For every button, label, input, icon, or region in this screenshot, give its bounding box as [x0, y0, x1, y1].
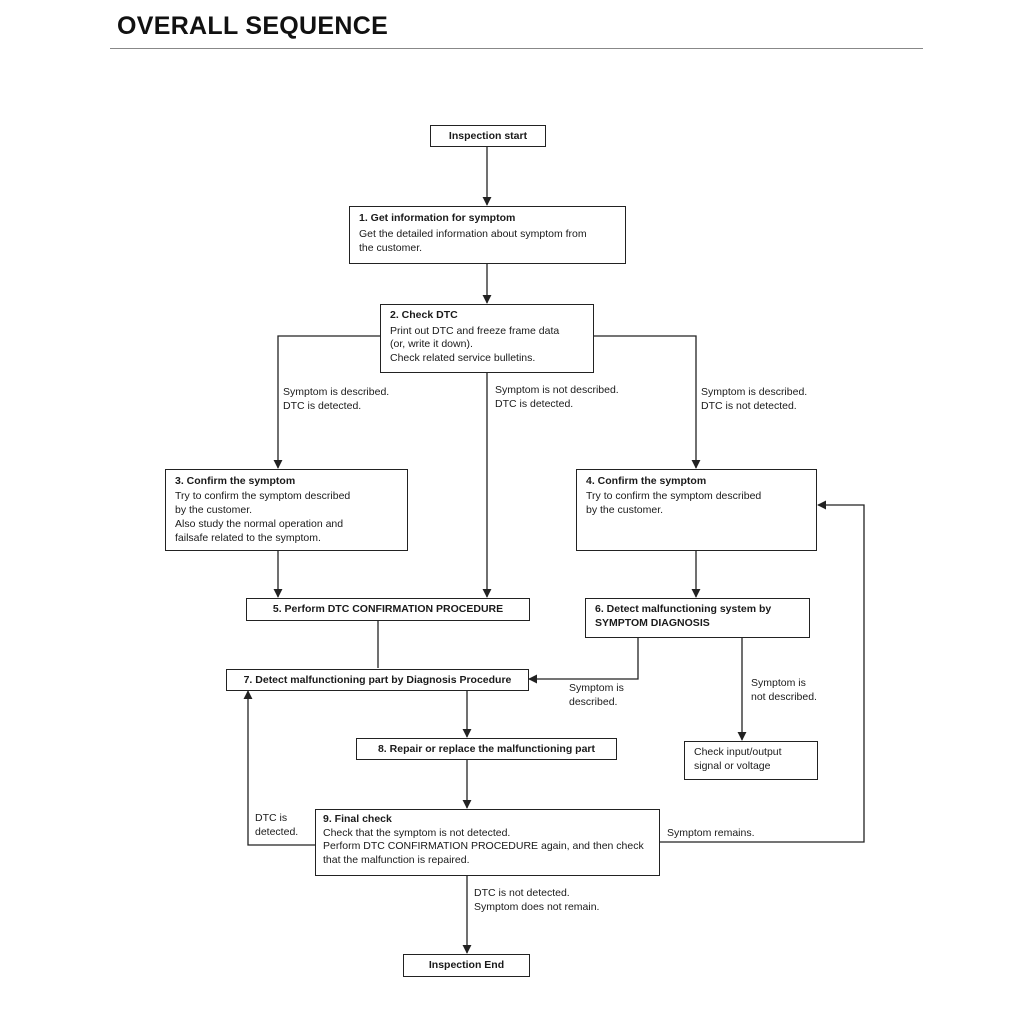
step9-text: Check that the symptom is not detected.: [323, 826, 511, 839]
edge-label-final-ok: DTC is not detected. Symptom does not re…: [474, 886, 599, 914]
edge-label-line: DTC is detected.: [283, 400, 362, 412]
inspection-start-label: Inspection start: [448, 130, 528, 142]
edge-label-line: Symptom is: [569, 682, 624, 694]
edge-label-right-branch: Symptom is described. DTC is not detecte…: [701, 385, 807, 413]
step6-box: 6. Detect malfunctioning system by SYMPT…: [585, 598, 810, 638]
edge-label-line: Symptom is described.: [283, 386, 390, 398]
edge-label-line: DTC is not detected.: [701, 400, 797, 412]
edge-label-line: detected.: [255, 826, 299, 838]
step1-text: Get the detailed information about sympt…: [359, 228, 587, 240]
arrow-step9-to-step4: [659, 500, 865, 843]
step9-text: Perform DTC CONFIRMATION PROCEDURE again…: [323, 840, 644, 852]
step4-box: 4. Confirm the symptom Try to confirm th…: [576, 469, 817, 551]
step4-text: Try to confirm the symptom described: [586, 490, 762, 502]
edge-label-line: Symptom remains.: [667, 827, 755, 839]
inspection-start-box: Inspection start: [430, 125, 546, 147]
edge-label-symptom-not-described: Symptom is not described.: [751, 676, 817, 704]
title-divider: [110, 48, 923, 49]
page-title: OVERALL SEQUENCE: [117, 12, 389, 40]
edge-label-middle-branch: Symptom is not described. DTC is detecte…: [495, 383, 619, 411]
arrow-step2-to-step4: [594, 335, 701, 469]
edge-label-line: not described.: [751, 691, 817, 703]
step9-title: 9. Final check: [323, 813, 392, 825]
step6-title-line2: SYMPTOM DIAGNOSIS: [595, 616, 710, 629]
step6-title: 6. Detect malfunctioning system by: [595, 603, 772, 615]
arrow-step2-to-step3: [273, 335, 380, 469]
step2-text: Print out DTC and freeze frame data: [390, 324, 560, 337]
step7-box: 7. Detect malfunctioning part by Diagnos…: [226, 669, 529, 691]
edge-label-line: DTC is not detected.: [474, 887, 570, 899]
edge-label-left-branch: Symptom is described. DTC is detected.: [283, 385, 389, 413]
edge-label-line: Symptom is: [751, 677, 806, 689]
edge-label-line: DTC is detected.: [495, 398, 574, 410]
step3-text: Also study the normal operation and: [175, 518, 344, 530]
step1-box: 1. Get information for symptom Get the d…: [349, 206, 626, 264]
step2-text: Check related service bulletins.: [390, 351, 536, 364]
arrow-step6-to-step7: [528, 637, 639, 684]
step2-box: 2. Check DTC Print out DTC and freeze fr…: [380, 304, 594, 373]
step1-title: 1. Get information for symptom: [359, 212, 516, 224]
step3-text: by the customer.: [175, 504, 253, 516]
step3-title: 3. Confirm the symptom: [175, 475, 296, 487]
inspection-end-label: Inspection End: [428, 959, 505, 971]
step4-title: 4. Confirm the symptom: [586, 475, 707, 487]
edge-label-symptom-remains: Symptom remains.: [667, 826, 755, 840]
step2-title: 2. Check DTC: [390, 309, 458, 321]
step8-box: 8. Repair or replace the malfunctioning …: [356, 738, 617, 760]
edge-label-line: Symptom does not remain.: [474, 901, 600, 913]
step3-text: failsafe related to the symptom.: [175, 532, 321, 544]
edge-label-line: Symptom is described.: [701, 386, 808, 398]
step9-box: 9. Final check Check that the symptom is…: [315, 809, 660, 876]
check-io-box: Check input/output signal or voltage: [684, 741, 818, 780]
check-io-text: signal or voltage: [694, 759, 771, 772]
arrow-step9-to-step7: [243, 690, 315, 846]
edge-label-dtc-detected: DTC is detected.: [255, 811, 298, 839]
edge-label-symptom-described: Symptom is described.: [569, 681, 624, 709]
step5-box: 5. Perform DTC CONFIRMATION PROCEDURE: [246, 598, 530, 621]
step9-text: that the malfunction is repaired.: [323, 853, 470, 866]
edge-label-line: Symptom is not described.: [495, 384, 619, 396]
step3-box: 3. Confirm the symptom Try to confirm th…: [165, 469, 408, 551]
check-io-text: Check input/output: [694, 746, 782, 758]
inspection-end-box: Inspection End: [403, 954, 530, 977]
edge-label-line: described.: [569, 696, 618, 708]
step3-text: Try to confirm the symptom described: [175, 490, 351, 502]
edge-label-line: DTC is: [255, 812, 288, 824]
step5-title: 5. Perform DTC CONFIRMATION PROCEDURE: [272, 603, 504, 615]
step4-text: by the customer.: [586, 504, 664, 516]
step1-text: the customer.: [359, 242, 423, 254]
step2-text: (or, write it down).: [390, 338, 473, 350]
step8-title: 8. Repair or replace the malfunctioning …: [377, 743, 596, 755]
step7-title: 7. Detect malfunctioning part by Diagnos…: [243, 674, 512, 686]
